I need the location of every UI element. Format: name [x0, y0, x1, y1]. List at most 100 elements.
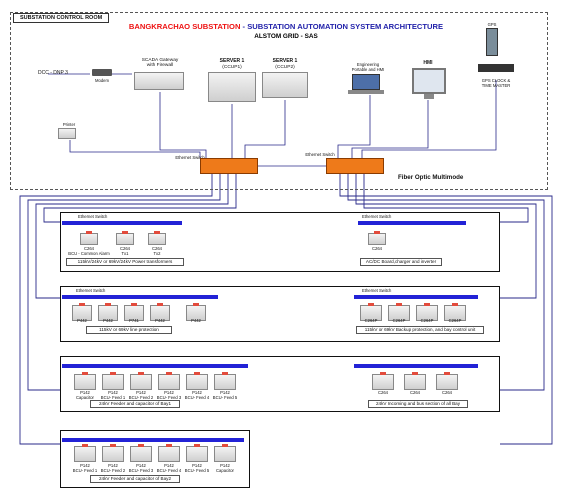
- p7-dev2-l2: BCU- Feed 2: [100, 468, 126, 473]
- p5-dev6-l1: P142: [220, 390, 230, 395]
- printer-switch-link: [69, 140, 201, 158]
- p7-dev1-l1: P142: [80, 463, 90, 468]
- p5-caption: 24kV Feeder and capacitor of Bay1: [90, 400, 180, 408]
- p1-dev1-l1: C264: [83, 246, 94, 251]
- p6-device-1: [372, 372, 394, 390]
- p1-switch-label: Ethernet Switch: [78, 214, 108, 219]
- p5-dev5-l1: P142: [192, 390, 202, 395]
- p5-device-6: [214, 372, 236, 390]
- p7-dev6-l1: P142: [220, 463, 230, 468]
- p7-dev2-l1: P142: [108, 463, 118, 468]
- hmi-monitor-icon: [412, 68, 446, 94]
- p1-dev2-l1: C264: [119, 246, 130, 251]
- p4-device-3: [416, 303, 438, 321]
- fiber-loops: [19, 174, 553, 445]
- p1-device-1: [80, 231, 98, 245]
- p1-switch-bar: [62, 221, 182, 225]
- fiber-loop-4: [43, 174, 237, 223]
- p4-device-4: [444, 303, 466, 321]
- title-substation: BANGKRACHAO SUBSTATION: [128, 22, 241, 31]
- p1-dev3-l1: C264: [151, 246, 162, 251]
- p7-device-3: [130, 444, 152, 462]
- p3-dev2-l1: P442: [103, 318, 113, 323]
- p5-dev3-l2: BCU- Feed 2: [128, 395, 154, 400]
- p6-dev1-l1: C264: [377, 390, 388, 395]
- p2-caption: AC/DC Board,charger and inverter: [360, 258, 442, 266]
- hmi-switch-link: [351, 100, 429, 158]
- p3-dev5-l1: P442: [191, 318, 201, 323]
- server1-label-1: SERVER 1: [219, 58, 245, 64]
- fiber-loop-8: [363, 174, 529, 223]
- p6-device-3: [436, 372, 458, 390]
- printer-label: Printer: [62, 122, 76, 127]
- fiber-loop-2: [27, 174, 221, 391]
- modem-label: Modem: [95, 78, 109, 83]
- p4-device-2: [388, 303, 410, 321]
- ethernet-switch-1: [200, 158, 258, 174]
- p7-dev6-l2: Capacitor: [216, 468, 234, 473]
- p7-device-2: [102, 444, 124, 462]
- p7-device-5: [186, 444, 208, 462]
- server1-label-2: (CCUP1): [222, 65, 242, 70]
- p1-dev1-l2: BCU - Common Alarm: [68, 251, 110, 256]
- p6-switch-bar: [354, 364, 478, 368]
- p6-caption: 24kV Incoming and bus section of all Bay: [368, 400, 468, 408]
- modem-icon: [92, 69, 112, 76]
- server2-label-1: SERVER 1: [272, 58, 298, 64]
- p3-switch-label: Ethernet Switch: [76, 288, 106, 293]
- p7-device-1: [74, 444, 96, 462]
- p5-device-5: [186, 372, 208, 390]
- p5-dev2-l1: P142: [108, 390, 118, 395]
- server2-switch-link: [244, 100, 286, 158]
- p5-device-1: [74, 372, 96, 390]
- fiber-loop-6: [347, 174, 545, 391]
- p4-dev4-l1: C264P: [448, 318, 462, 323]
- switch1-label: Ethernet Switch: [175, 155, 205, 160]
- substation-control-room: [10, 12, 548, 190]
- p7-device-4: [158, 444, 180, 462]
- gps-switch-link: [361, 80, 497, 158]
- p7-dev4-l2: BCU- Feed 4: [156, 468, 182, 473]
- p5-dev2-l2: BCU- Feed 1: [100, 395, 126, 400]
- gps-clock-label-2: TIME MASTER: [481, 83, 511, 88]
- p7-dev3-l1: P142: [136, 463, 146, 468]
- p3-device-3: [124, 303, 144, 321]
- fiber-loop-1: [19, 174, 213, 445]
- hmi-stand-icon: [424, 94, 434, 99]
- p4-switch-label: Ethernet Switch: [362, 288, 392, 293]
- p3-switch-bar: [62, 295, 218, 299]
- fiber-label: Fiber Optic Multimode: [398, 174, 464, 181]
- p3-dev3-l1: P741: [129, 318, 139, 323]
- eng-label-2: Portable and HMI: [351, 67, 385, 72]
- title-architecture: SUBSTATION AUTOMATION SYSTEM ARCHITECTUR…: [247, 22, 444, 31]
- p4-dev3-l1: C264P: [420, 318, 434, 323]
- hmi-label: HMI: [423, 60, 433, 66]
- p2-dev1-l1: C264: [371, 246, 382, 251]
- p3-device-2: [98, 303, 118, 321]
- p7-dev3-l2: BCU- Feed 3: [128, 468, 154, 473]
- p5-dev1-l2: Capacitor: [76, 395, 94, 400]
- room-label: SUBSTATION CONTROL ROOM: [13, 13, 110, 23]
- p7-device-6: [214, 444, 236, 462]
- gps-label: GPS: [487, 22, 497, 27]
- p5-dev1-l1: P142: [80, 390, 90, 395]
- scada-gateway-icon: [134, 72, 184, 90]
- p4-dev2-l1: C264P: [392, 318, 406, 323]
- scada-label-1: SCADA Gateway: [141, 58, 179, 63]
- server1-icon: [208, 72, 256, 102]
- printer-icon: [58, 128, 76, 139]
- p7-dev4-l1: P142: [164, 463, 174, 468]
- gps-clock-label-1: GPS CLOCK &: [481, 78, 511, 83]
- control-room-links: [48, 73, 497, 167]
- p1-device-2: [116, 231, 134, 245]
- p7-switch-bar: [62, 438, 244, 442]
- p4-device-1: [360, 303, 382, 321]
- laptop-screen-icon: [352, 74, 380, 90]
- p5-dev4-l2: BCU- Feed 3: [156, 395, 182, 400]
- p6-device-2: [404, 372, 426, 390]
- p3-device-4: [150, 303, 170, 321]
- p4-caption: 115kV or 69kV Backup protection, and bay…: [356, 326, 484, 334]
- page-subtitle: ALSTOM GRID - SAS: [254, 33, 318, 40]
- switch2-label: Ethernet Switch: [305, 152, 335, 157]
- gps-clock-icon: [478, 64, 514, 72]
